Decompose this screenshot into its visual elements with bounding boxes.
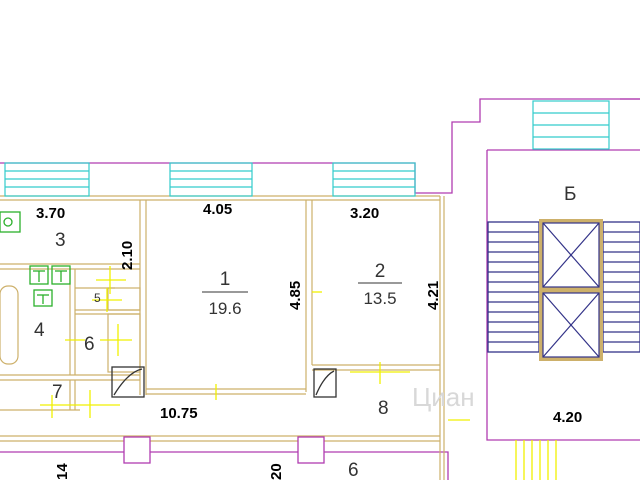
room-number: 5 (94, 291, 101, 305)
room-area: 13.5 (363, 289, 396, 308)
dimension-label: 4.85 (287, 281, 304, 310)
room-labels: 1 19.6 2 13.5 3 4 5 6 7 8 6 Б (34, 184, 576, 480)
interior-walls (0, 200, 440, 411)
dimension-label: 4.20 (553, 409, 582, 426)
bathroom-fixtures (0, 211, 71, 307)
dimension-label: 4.21 (425, 281, 442, 310)
elevator-shaft (539, 219, 603, 361)
room-number: 6 (348, 460, 359, 480)
room-area: 19.6 (208, 299, 241, 318)
dimension-label: 14 (54, 463, 71, 480)
dimension-label: 3.20 (350, 205, 379, 222)
stair-steps-right (603, 231, 640, 343)
watermark: Циан (412, 382, 475, 412)
dimension-label: 4.05 (203, 201, 232, 218)
stair-label: Б (564, 184, 576, 205)
dimension-label: 3.70 (36, 205, 65, 222)
dimension-label: 20 (268, 463, 285, 480)
dimension-labels: 3.70 4.05 3.20 2.10 4.85 4.21 10.75 4.20… (36, 201, 582, 480)
room-number: 7 (52, 382, 63, 403)
room-number: 6 (84, 334, 95, 355)
room-number: 3 (55, 230, 66, 251)
stair-steps-left (488, 231, 539, 343)
dimension-label: 2.10 (119, 241, 136, 270)
ventilation-duct (111, 366, 337, 398)
pillar (123, 436, 325, 464)
window-row (4, 100, 610, 197)
room-number: 1 (220, 269, 231, 290)
room-number: 4 (34, 320, 45, 341)
staircase (487, 221, 640, 353)
exterior-wall (0, 195, 445, 480)
room-number: 2 (375, 261, 386, 282)
dimension-label: 10.75 (160, 405, 198, 422)
room-number: 8 (378, 398, 389, 419)
door-marks (40, 266, 557, 480)
